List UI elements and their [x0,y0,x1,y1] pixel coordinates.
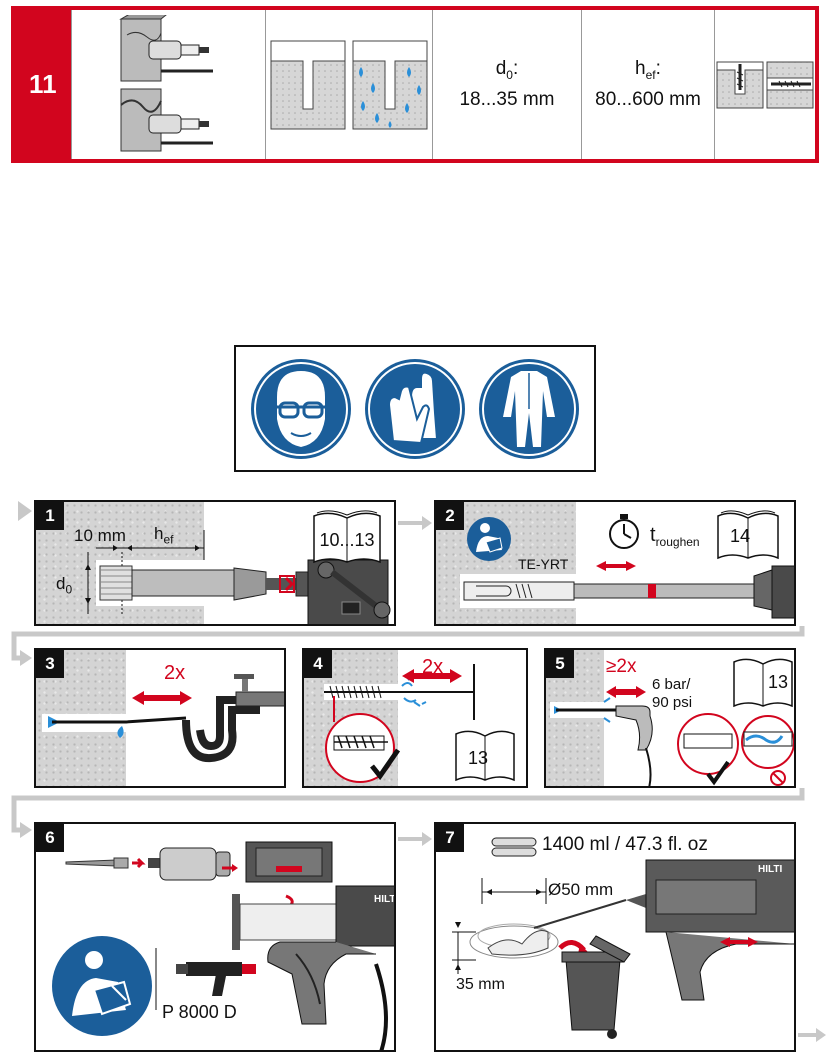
step-7-panel: 7 1400 ml / 47.3 fl. oz Ø50 mm 35 mm HIL… [434,822,796,1052]
pressure-psi: 90 psi [652,694,693,711]
step-5-panel: 5 ≥2x 6 bar/ 90 psi 13 [544,648,796,788]
flow-connector-2-3 [11,626,805,666]
book-page: 13 [468,748,489,768]
manual-book: 13 [732,654,794,708]
open-book-icon [455,730,515,782]
bead-diameter: Ø50 mm [548,880,614,899]
step-2-panel: 2 TE-YRT troughen 14 [434,500,796,626]
hef-label: h [154,524,164,543]
dry-and-wet-hole-icon [270,40,428,129]
flow-arrow-6-7 [398,832,432,846]
d0-label: d [495,57,507,79]
time-label: t [650,524,656,546]
installation-table-row: 11 [11,6,819,163]
open-book-icon [733,658,793,708]
offset-label: 10 mm [74,526,126,545]
book-page: 13 [768,672,789,692]
book-pages: 10...13 [319,530,375,550]
repeat-count: 2x [422,656,444,678]
pressure-bar: 6 bar/ [652,676,691,693]
step-number: 2 [436,502,464,530]
manual-book: 14 [716,508,780,560]
flow-connector-5-6 [11,788,805,838]
air-blow-illustration [550,686,794,786]
flow-start-arrow [18,501,32,521]
bead-height: 35 mm [456,976,505,993]
drilling-illustration [85,530,391,624]
bore-diameter-cell: d0: 18...35 mm [432,10,581,159]
hef-label: h [635,57,646,79]
time-sub: roughen [655,535,700,549]
dispenser-label: P 8000 D [162,1002,237,1022]
hole-condition-cell [265,10,432,159]
hef-sub: ef [163,532,174,547]
step-number: 6 [36,824,64,852]
flow-arrow-1-2 [398,516,432,530]
anchor-rod-icon [716,61,814,108]
cartridge-loading-illustration [65,841,394,1050]
d0-label: d [56,574,66,593]
step-number: 3 [36,650,64,678]
d0-range: 18...35 mm [459,89,555,111]
step-number: 4 [304,650,332,678]
brush-cleaning-illustration [324,664,475,783]
read-manual-icon [467,517,511,561]
anchor-type-cell [714,10,815,159]
open-book-icon [313,510,381,564]
hef-range: 80...600 mm [595,89,701,111]
eye-protection-icon [251,358,351,459]
repeat-count: 2x [164,662,186,684]
gloves-icon [365,358,465,459]
step-number: 5 [546,650,574,678]
step-4-panel: 4 2x 13 [302,648,528,788]
step-3-panel: 3 2x [34,648,286,788]
step-1-panel: 1 10 mm hef d0 10...13 [34,500,396,626]
embedment-depth-cell: hef: 80...600 mm [580,10,714,159]
hef-sub: ef [645,67,656,82]
tool-label: TE-YRT [518,556,569,572]
cartridge-volume: 1400 ml / 47.3 fl. oz [542,834,708,855]
repeat-count: ≥2x [606,656,637,677]
roughening-illustration [460,514,794,619]
discard-first-mix-illustration [452,837,794,1039]
row-number: 11 [15,10,71,159]
water-flush-illustration [42,674,284,763]
protective-clothing-icon [479,358,579,459]
read-manual-icon [52,936,152,1036]
hilti-brand: HILTI [374,894,396,905]
ppe-requirements [234,345,596,472]
hilti-brand: HILTI [758,864,783,875]
manual-book: 13 [454,726,516,782]
step-number: 7 [436,824,464,852]
manual-book: 10...13 [312,508,382,564]
book-page: 14 [730,526,751,546]
step-number: 1 [36,502,64,530]
d0-sub: 0 [506,67,513,82]
flow-continue-arrow [798,1028,826,1042]
setting-tools-cell [70,10,266,159]
injection-into-concrete-icon [119,14,214,151]
open-book-icon [717,510,779,560]
step-6-panel: 6 P 8000 D HILTI [34,822,396,1052]
d0-sub: 0 [65,582,73,597]
